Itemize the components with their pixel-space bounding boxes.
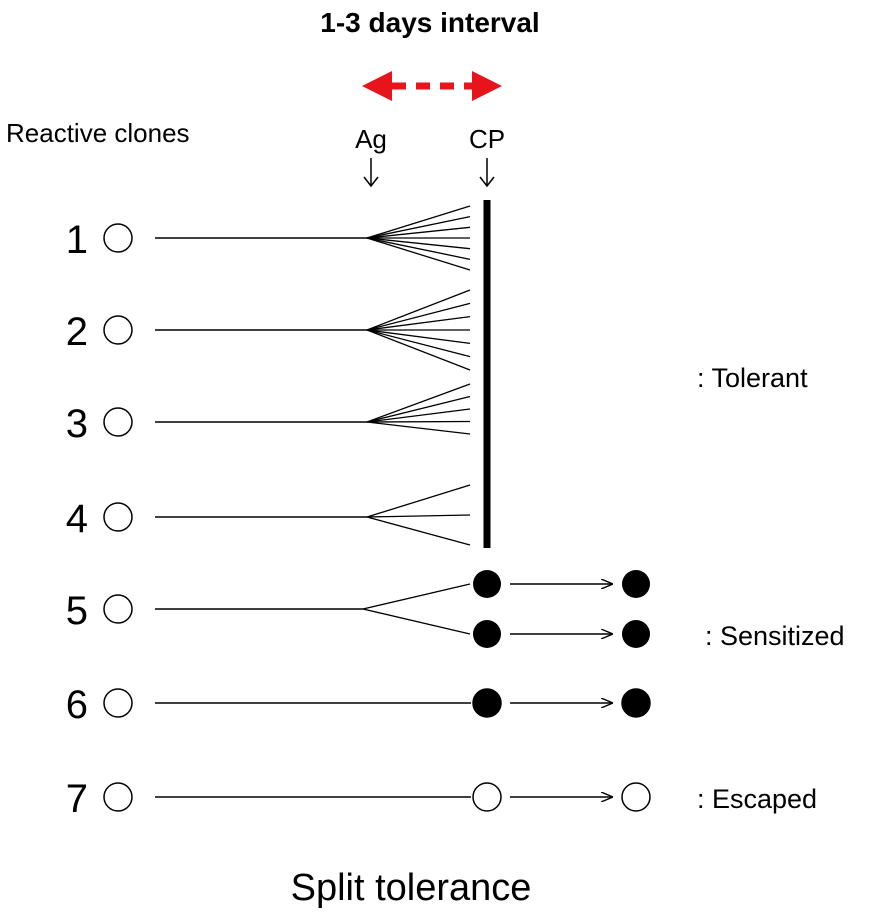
expansion-branch bbox=[366, 420, 471, 423]
cp-label: CP bbox=[469, 124, 505, 154]
sensitized-cell-circle bbox=[472, 688, 502, 718]
clone-number: 7 bbox=[66, 777, 88, 821]
clone-rows: 1 2 3 4 5 6 7 bbox=[66, 205, 651, 821]
expansion-branch bbox=[366, 383, 471, 423]
naive-clone-circle bbox=[103, 315, 133, 345]
expansion-branch bbox=[362, 608, 471, 635]
cp-down-arrow-icon bbox=[479, 158, 495, 188]
expansion-branch bbox=[366, 237, 471, 260]
outcome-label-escaped: : Escaped bbox=[697, 784, 817, 814]
clone-number: 2 bbox=[66, 310, 88, 354]
escaped-cell-circle bbox=[472, 782, 502, 812]
clone-row: 3 bbox=[66, 383, 471, 446]
clone-number: 1 bbox=[66, 218, 88, 262]
expansion-branch bbox=[366, 237, 471, 250]
expansion-branch bbox=[366, 329, 471, 344]
outcome-label-tolerant: : Tolerant bbox=[697, 363, 808, 393]
expansion-branch bbox=[366, 395, 471, 423]
naive-clone-circle bbox=[103, 223, 133, 253]
sensitized-cell-circle bbox=[473, 570, 501, 598]
escaped-cell-circle bbox=[621, 782, 651, 812]
ag-down-arrow-icon bbox=[363, 158, 379, 188]
expansion-branch bbox=[366, 329, 471, 358]
expansion-branch bbox=[366, 216, 471, 239]
expansion-branch bbox=[366, 205, 471, 239]
expansion-branch bbox=[366, 289, 471, 331]
expansion-branch bbox=[366, 408, 471, 423]
clone-row: 1 bbox=[66, 205, 471, 271]
sensitized-cell-circle bbox=[621, 688, 651, 718]
diagram-title: Split tolerance bbox=[291, 867, 532, 909]
interval-label: 1-3 days interval bbox=[320, 7, 539, 38]
expansion-branch bbox=[366, 226, 471, 239]
sensitized-cell-circle bbox=[622, 570, 650, 598]
ag-label: Ag bbox=[355, 124, 387, 154]
clone-row: 6 bbox=[66, 683, 651, 727]
sensitized-cell-circle bbox=[622, 620, 650, 648]
expansion-branch bbox=[362, 583, 471, 610]
clone-row: 4 bbox=[66, 484, 471, 546]
reactive-clones-label: Reactive clones bbox=[6, 118, 190, 148]
interval-double-arrow-icon bbox=[362, 71, 502, 101]
expansion-branch bbox=[366, 329, 471, 371]
expansion-branch bbox=[366, 514, 471, 518]
expansion-branch bbox=[366, 302, 471, 331]
expansion-branch bbox=[366, 237, 471, 271]
expansion-branch bbox=[366, 516, 471, 546]
expansion-branch bbox=[366, 316, 471, 331]
naive-clone-circle bbox=[103, 688, 133, 718]
naive-clone-circle bbox=[103, 502, 133, 532]
naive-clone-circle bbox=[103, 594, 133, 624]
clone-row: 7 bbox=[66, 777, 651, 821]
clone-row: 2 bbox=[66, 289, 471, 371]
clone-row: 5 bbox=[66, 570, 650, 648]
expansion-branch bbox=[366, 484, 471, 518]
outcome-label-sensitized: : Sensitized bbox=[705, 621, 845, 651]
clone-number: 6 bbox=[66, 683, 88, 727]
naive-clone-circle bbox=[103, 407, 133, 437]
sensitized-cell-circle bbox=[473, 620, 501, 648]
naive-clone-circle bbox=[103, 782, 133, 812]
expansion-branch bbox=[366, 421, 471, 435]
clone-number: 3 bbox=[66, 402, 88, 446]
clone-number: 5 bbox=[66, 589, 88, 633]
clone-number: 4 bbox=[66, 497, 88, 541]
